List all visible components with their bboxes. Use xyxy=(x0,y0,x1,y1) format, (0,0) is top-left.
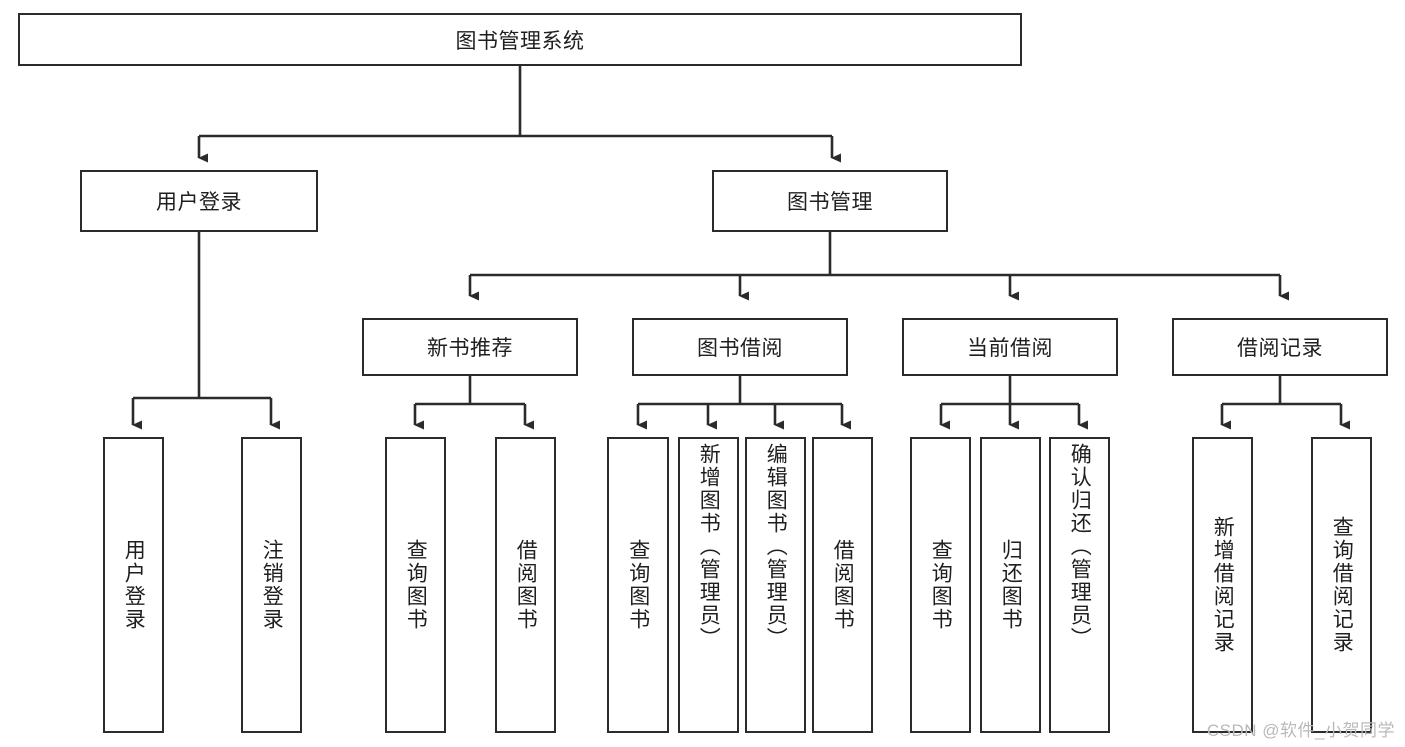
leaf-edit-book-admin-label: 编辑图书（管理员） xyxy=(764,443,788,650)
node-borrow-record-label: 借阅记录 xyxy=(1237,337,1323,360)
node-current-borrow[interactable]: 当前借阅 xyxy=(902,318,1118,376)
leaf-borrow-query-book-label: 查询图书 xyxy=(626,539,650,631)
node-user-login[interactable]: 用户登录 xyxy=(80,170,318,232)
leaf-recommend-borrow-book-label: 借阅图书 xyxy=(514,539,538,631)
leaf-recommend-query-book-label: 查询图书 xyxy=(404,539,428,631)
leaf-add-borrow-record[interactable]: 新增借阅记录 xyxy=(1192,437,1253,733)
node-book-management[interactable]: 图书管理 xyxy=(712,170,948,232)
leaf-query-borrow-record-label: 查询借阅记录 xyxy=(1330,516,1354,654)
leaf-current-query-book-label: 查询图书 xyxy=(929,539,953,631)
leaf-confirm-return-admin-label: 确认归还（管理员） xyxy=(1068,443,1092,650)
leaf-current-query-book[interactable]: 查询图书 xyxy=(910,437,971,733)
leaf-borrow-book-label: 借阅图书 xyxy=(831,539,855,631)
leaf-recommend-borrow-book[interactable]: 借阅图书 xyxy=(495,437,556,733)
node-book-borrow[interactable]: 图书借阅 xyxy=(632,318,848,376)
leaf-recommend-query-book[interactable]: 查询图书 xyxy=(385,437,446,733)
leaf-return-book-label: 归还图书 xyxy=(999,539,1023,631)
node-new-book-recommend-label: 新书推荐 xyxy=(427,337,513,360)
leaf-logout-label: 注销登录 xyxy=(260,539,284,631)
node-book-management-label: 图书管理 xyxy=(787,191,873,214)
node-book-borrow-label: 图书借阅 xyxy=(697,337,783,360)
leaf-user-login[interactable]: 用户登录 xyxy=(103,437,164,733)
leaf-user-login-label: 用户登录 xyxy=(122,539,146,631)
leaf-query-borrow-record[interactable]: 查询借阅记录 xyxy=(1311,437,1372,733)
leaf-add-book-admin[interactable]: 新增图书（管理员） xyxy=(678,437,739,733)
node-borrow-record[interactable]: 借阅记录 xyxy=(1172,318,1388,376)
leaf-add-borrow-record-label: 新增借阅记录 xyxy=(1211,516,1235,654)
node-root-book-management-system[interactable]: 图书管理系统 xyxy=(18,13,1022,66)
leaf-return-book[interactable]: 归还图书 xyxy=(980,437,1041,733)
watermark-text: CSDN @软件_小贺同学 xyxy=(1206,721,1395,740)
node-root-label: 图书管理系统 xyxy=(455,29,585,53)
leaf-logout[interactable]: 注销登录 xyxy=(241,437,302,733)
node-new-book-recommend[interactable]: 新书推荐 xyxy=(362,318,578,376)
leaf-edit-book-admin[interactable]: 编辑图书（管理员） xyxy=(745,437,806,733)
leaf-borrow-book[interactable]: 借阅图书 xyxy=(812,437,873,733)
leaf-borrow-query-book[interactable]: 查询图书 xyxy=(607,437,669,733)
leaf-add-book-admin-label: 新增图书（管理员） xyxy=(697,443,721,650)
leaf-confirm-return-admin[interactable]: 确认归还（管理员） xyxy=(1049,437,1110,733)
node-user-login-label: 用户登录 xyxy=(156,191,242,214)
node-current-borrow-label: 当前借阅 xyxy=(967,337,1053,360)
